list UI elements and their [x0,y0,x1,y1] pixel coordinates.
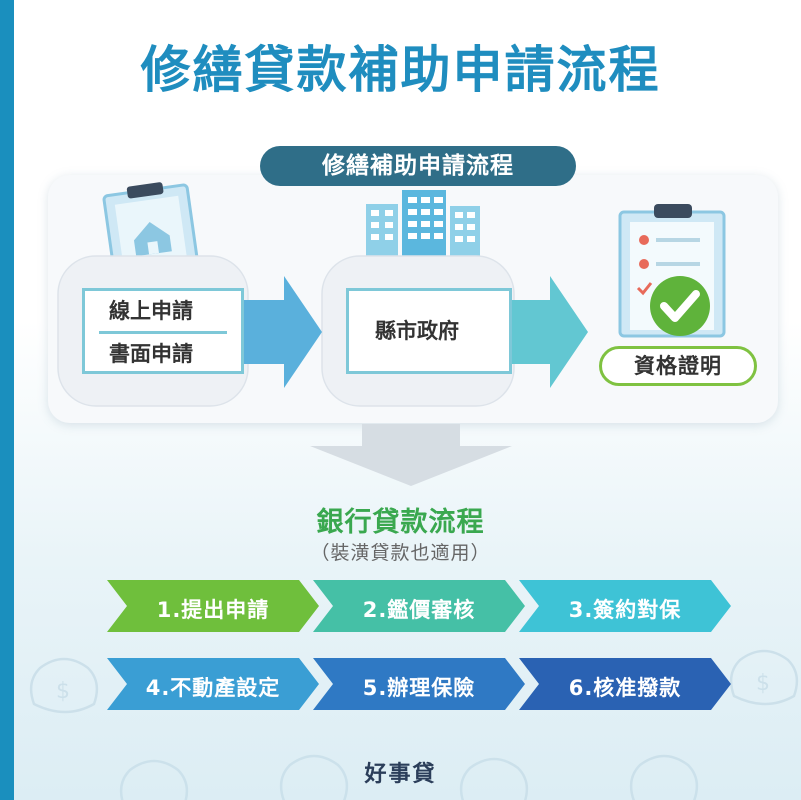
step-2-shape [313,580,525,632]
step-3-shape [519,580,731,632]
step-1-label: 1.提出申請 [156,598,270,622]
money-bag-icon: $ [729,649,799,706]
brand-name: 好事貸 [364,762,437,787]
step-2-label: 2.鑑價審核 [362,598,476,622]
step-5-label: 5.辦理保險 [362,676,476,700]
certificate-badge: 資格證明 [599,346,757,386]
apply-methods-box: 線上申請 書面申請 [82,288,244,374]
step-6-shape [519,658,731,710]
apply-divider [99,331,227,334]
money-bag-icon [279,754,349,800]
apply-paper-label: 書面申請 [109,342,193,366]
buildings-icon [366,190,480,256]
subsidy-section-label: 修繕補助申請流程 [260,146,576,186]
government-box: 縣市政府 [346,288,512,374]
arrow-to-government [244,276,322,388]
step-1-shape [107,580,319,632]
arrow-to-certificate [510,276,588,388]
svg-text:$: $ [56,679,70,704]
money-bag-icon [459,757,529,800]
step-5-shape [313,658,525,710]
step-6-label: 6.核准撥款 [568,676,682,700]
check-badge-icon [650,276,710,336]
money-bag-icon: $ [29,657,99,714]
money-bag-icon [119,759,189,800]
house-clipboard-icon [102,182,199,277]
bank-process-subtitle: （裝潢貸款也適用） [310,542,491,564]
page-title: 修繕貸款補助申請流程 [140,41,661,99]
step-4-label: 4.不動產設定 [145,676,281,700]
apply-online-label: 線上申請 [109,299,193,323]
bank-process-title: 銀行貸款流程 [316,507,485,538]
left-accent-bar [0,0,14,800]
money-bag-icon [629,754,699,800]
step-4-shape [107,658,319,710]
step-3-label: 3.簽約對保 [568,598,682,622]
svg-text:$: $ [756,671,770,696]
down-arrow [310,424,512,486]
